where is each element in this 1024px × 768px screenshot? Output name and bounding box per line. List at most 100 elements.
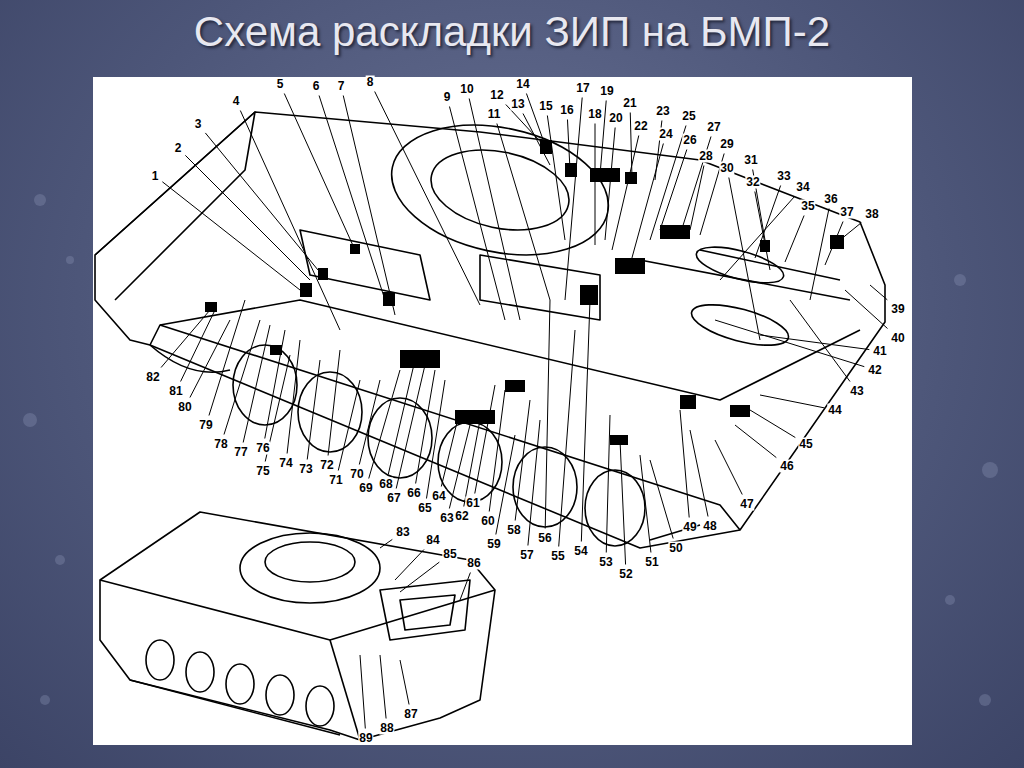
leader-line	[375, 92, 480, 306]
callout-number: 83	[395, 526, 410, 539]
track-upper-edge	[150, 325, 740, 530]
leader-line	[469, 99, 520, 321]
callout-number: 51	[644, 556, 659, 569]
leader-line	[547, 116, 565, 241]
callout-number: 75	[255, 465, 270, 478]
callout-number: 15	[538, 100, 553, 113]
callout-number: 54	[573, 545, 588, 558]
callout-number: 2	[174, 142, 183, 155]
callout-number: 9	[443, 91, 452, 104]
callout-number: 87	[403, 708, 418, 721]
leader-line	[720, 197, 795, 281]
callout-number: 19	[599, 85, 614, 98]
callout-number: 42	[867, 364, 882, 377]
leader-line	[595, 124, 596, 246]
callout-number: 8	[366, 76, 375, 89]
callout-number: 52	[618, 568, 633, 581]
callout-number: 65	[417, 502, 432, 515]
callout-number: 61	[465, 497, 480, 510]
leader-line	[287, 340, 300, 454]
callout-number: 44	[827, 404, 842, 417]
leader-line	[567, 120, 570, 171]
callout-number: 60	[480, 515, 495, 528]
leader-line	[240, 111, 340, 331]
leader-line	[464, 420, 480, 507]
leader-line	[426, 380, 445, 499]
callout-number: 81	[168, 385, 183, 398]
callout-number: 84	[425, 534, 440, 547]
leader-line	[606, 415, 610, 553]
leader-line	[360, 655, 365, 729]
callout-number: 56	[537, 532, 552, 545]
leader-line	[845, 290, 888, 329]
small-road-wheels	[146, 640, 334, 726]
leader-line	[559, 330, 575, 547]
callout-number: 86	[466, 557, 481, 570]
callout-number: 69	[358, 482, 373, 495]
leader-line	[243, 325, 270, 443]
callout-number: 18	[587, 108, 602, 121]
callout-number: 59	[486, 538, 501, 551]
callout-number: 77	[233, 446, 248, 459]
callout-number: 28	[698, 150, 713, 163]
callout-number: 78	[213, 438, 228, 451]
leader-line	[497, 124, 550, 301]
leader-line	[265, 330, 285, 439]
callout-number: 38	[864, 208, 879, 221]
compartment	[480, 255, 600, 320]
leader-line	[161, 310, 210, 368]
callout-number: 4	[232, 95, 241, 108]
callout-number: 70	[349, 468, 364, 481]
leader-line	[284, 94, 355, 251]
callout-number: 33	[776, 170, 791, 183]
leader-line	[810, 209, 829, 301]
callout-number: 63	[439, 512, 454, 525]
callout-number: 68	[378, 478, 393, 491]
callout-number: 43	[849, 385, 864, 398]
leader-line	[449, 107, 505, 321]
callout-number: 32	[745, 176, 760, 189]
leader-line	[205, 133, 318, 270]
leader-line	[475, 385, 495, 494]
leader-line	[338, 380, 360, 471]
leader-line	[388, 360, 415, 475]
callout-number: 13	[510, 98, 525, 111]
callout-number: 34	[795, 181, 810, 194]
leader-line	[515, 400, 530, 521]
callout-number: 22	[633, 120, 648, 133]
road-wheels	[233, 345, 645, 546]
leader-line	[545, 300, 550, 529]
small-turret-top	[265, 542, 355, 582]
leader-line	[790, 300, 850, 382]
callout-number: 17	[575, 82, 590, 95]
callout-number: 71	[328, 474, 343, 487]
leader-line	[870, 285, 887, 300]
leader-line	[328, 350, 340, 456]
callout-number: 45	[798, 438, 813, 451]
leader-line	[395, 550, 424, 581]
leader-line	[400, 562, 439, 592]
leader-line	[224, 320, 260, 435]
callout-number: 10	[459, 83, 474, 96]
callout-number: 55	[550, 550, 565, 563]
rear-hatch	[693, 240, 787, 290]
small-hull-edge	[330, 640, 360, 740]
leader-line	[528, 420, 540, 546]
callout-number: 88	[379, 722, 394, 735]
leader-line	[620, 440, 626, 565]
leader-line	[630, 113, 632, 179]
callout-number: 85	[442, 548, 457, 561]
leader-line	[760, 335, 869, 350]
leader-line	[760, 395, 824, 408]
leader-line	[190, 320, 230, 398]
callout-number: 73	[298, 463, 313, 476]
leader-line	[380, 539, 392, 548]
callout-number: 66	[406, 487, 421, 500]
callout-number: 76	[255, 442, 270, 455]
leader-line	[460, 573, 470, 601]
leader-line	[496, 435, 515, 535]
callout-number: 67	[386, 492, 401, 505]
callout-number: 11	[487, 108, 502, 121]
spare-parts	[205, 140, 844, 445]
